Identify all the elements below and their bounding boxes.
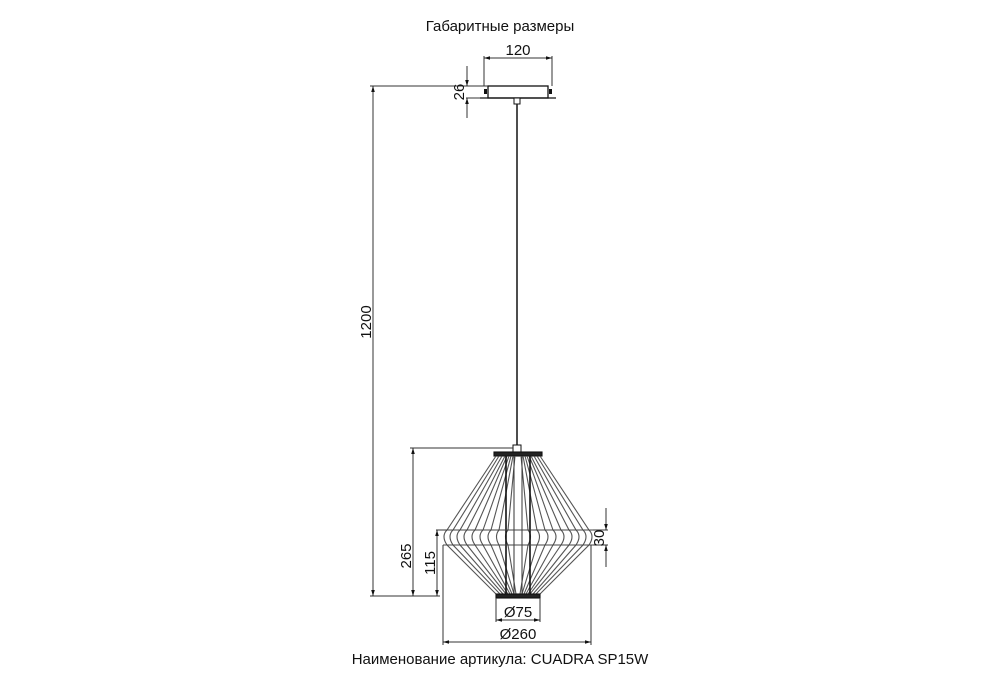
- canopy: [480, 85, 556, 105]
- drawing-title: Габаритные размеры: [425, 18, 575, 35]
- dimension-lines: [370, 56, 608, 645]
- dim-total-height: 1200: [358, 305, 375, 338]
- dim-shade-height: 265: [398, 543, 415, 568]
- dim-shade-diameter: Ø260: [500, 626, 537, 643]
- dim-bottom-diameter: Ø75: [504, 604, 532, 621]
- article-name-caption: Наименование артикула: CUADRA SP15W: [351, 651, 649, 668]
- dim-canopy-width: 120: [505, 42, 530, 59]
- dim-canopy-height: 26: [451, 84, 468, 101]
- dim-lower-height: 115: [422, 551, 439, 575]
- lamp-shade: [443, 451, 593, 599]
- dim-band-height: 30: [591, 530, 608, 547]
